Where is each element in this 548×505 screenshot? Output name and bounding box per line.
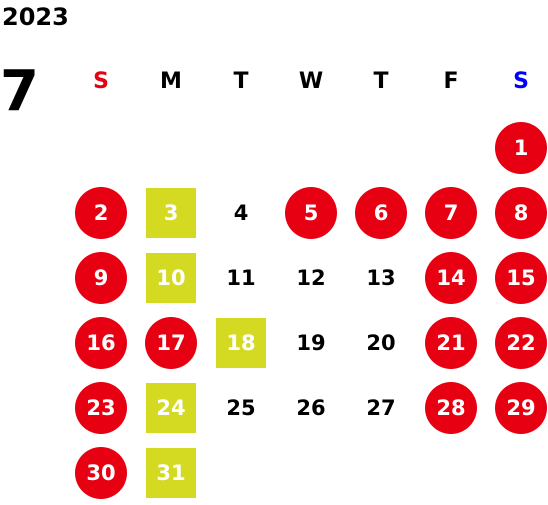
weekday-thursday: T [373,69,389,94]
day-cell: 4 [206,180,276,245]
weekday-friday: F [443,69,459,94]
weekday-tuesday: T [233,69,249,94]
day-cell: 22 [486,310,548,375]
day-cell: 11 [206,245,276,310]
day-cell: 29 [486,375,548,440]
day-14-holiday-circle: 14 [425,251,477,304]
day-cell: 5 [276,180,346,245]
day-9-holiday-circle: 9 [75,251,127,304]
day-4: 4 [233,200,249,225]
day-24-highlight-square: 24 [146,382,196,433]
calendar-month: 7 [0,59,39,124]
day-cell: 18 [206,310,276,375]
day-cell: 25 [206,375,276,440]
day-cell: 6 [346,180,416,245]
day-31-highlight-square: 31 [146,447,196,498]
weekday-wednesday: W [298,69,324,94]
weekday-saturday: S [513,69,529,94]
day-13: 13 [366,265,396,290]
day-cell: 21 [416,310,486,375]
weekday-header: S M T W T F S [66,49,548,115]
empty-day-cell [66,115,136,180]
day-cell: 2 [66,180,136,245]
day-25: 25 [226,395,256,420]
day-cell: 26 [276,375,346,440]
day-2-holiday-circle: 2 [75,186,127,239]
day-11: 11 [226,265,256,290]
day-27: 27 [366,395,396,420]
empty-day-cell [276,115,346,180]
day-30-holiday-circle: 30 [75,446,127,499]
day-cell: 12 [276,245,346,310]
day-26: 26 [296,395,326,420]
day-15-holiday-circle: 15 [495,251,547,304]
day-cell: 17 [136,310,206,375]
day-10-highlight-square: 10 [146,252,196,303]
day-20: 20 [366,330,396,355]
day-17-holiday-circle: 17 [145,316,197,369]
day-cell: 19 [276,310,346,375]
day-16-holiday-circle: 16 [75,316,127,369]
day-cell: 16 [66,310,136,375]
day-cell: 10 [136,245,206,310]
weekday-monday: M [160,69,182,94]
empty-day-cell [136,115,206,180]
empty-day-cell [206,115,276,180]
day-cell: 28 [416,375,486,440]
day-28-holiday-circle: 28 [425,381,477,434]
day-21-holiday-circle: 21 [425,316,477,369]
day-12: 12 [296,265,326,290]
day-cell: 20 [346,310,416,375]
day-1-holiday-circle: 1 [495,121,547,174]
day-5-holiday-circle: 5 [285,186,337,239]
day-cell: 15 [486,245,548,310]
day-23-holiday-circle: 23 [75,381,127,434]
day-18-highlight-square: 18 [216,317,266,368]
weekday-sunday: S [93,69,109,94]
day-cell: 3 [136,180,206,245]
calendar-year: 2023 [2,3,69,31]
day-cell: 1 [486,115,548,180]
day-8-holiday-circle: 8 [495,186,547,239]
day-cell: 30 [66,440,136,505]
day-19: 19 [296,330,326,355]
day-22-holiday-circle: 22 [495,316,547,369]
day-cell: 7 [416,180,486,245]
day-3-highlight-square: 3 [146,187,196,238]
empty-day-cell [346,115,416,180]
day-cell: 27 [346,375,416,440]
day-cell: 13 [346,245,416,310]
empty-day-cell [416,115,486,180]
day-cell: 24 [136,375,206,440]
day-7-holiday-circle: 7 [425,186,477,239]
day-cell: 31 [136,440,206,505]
day-29-holiday-circle: 29 [495,381,547,434]
day-cell: 8 [486,180,548,245]
day-cell: 14 [416,245,486,310]
day-6-holiday-circle: 6 [355,186,407,239]
day-cell: 9 [66,245,136,310]
day-cell: 23 [66,375,136,440]
